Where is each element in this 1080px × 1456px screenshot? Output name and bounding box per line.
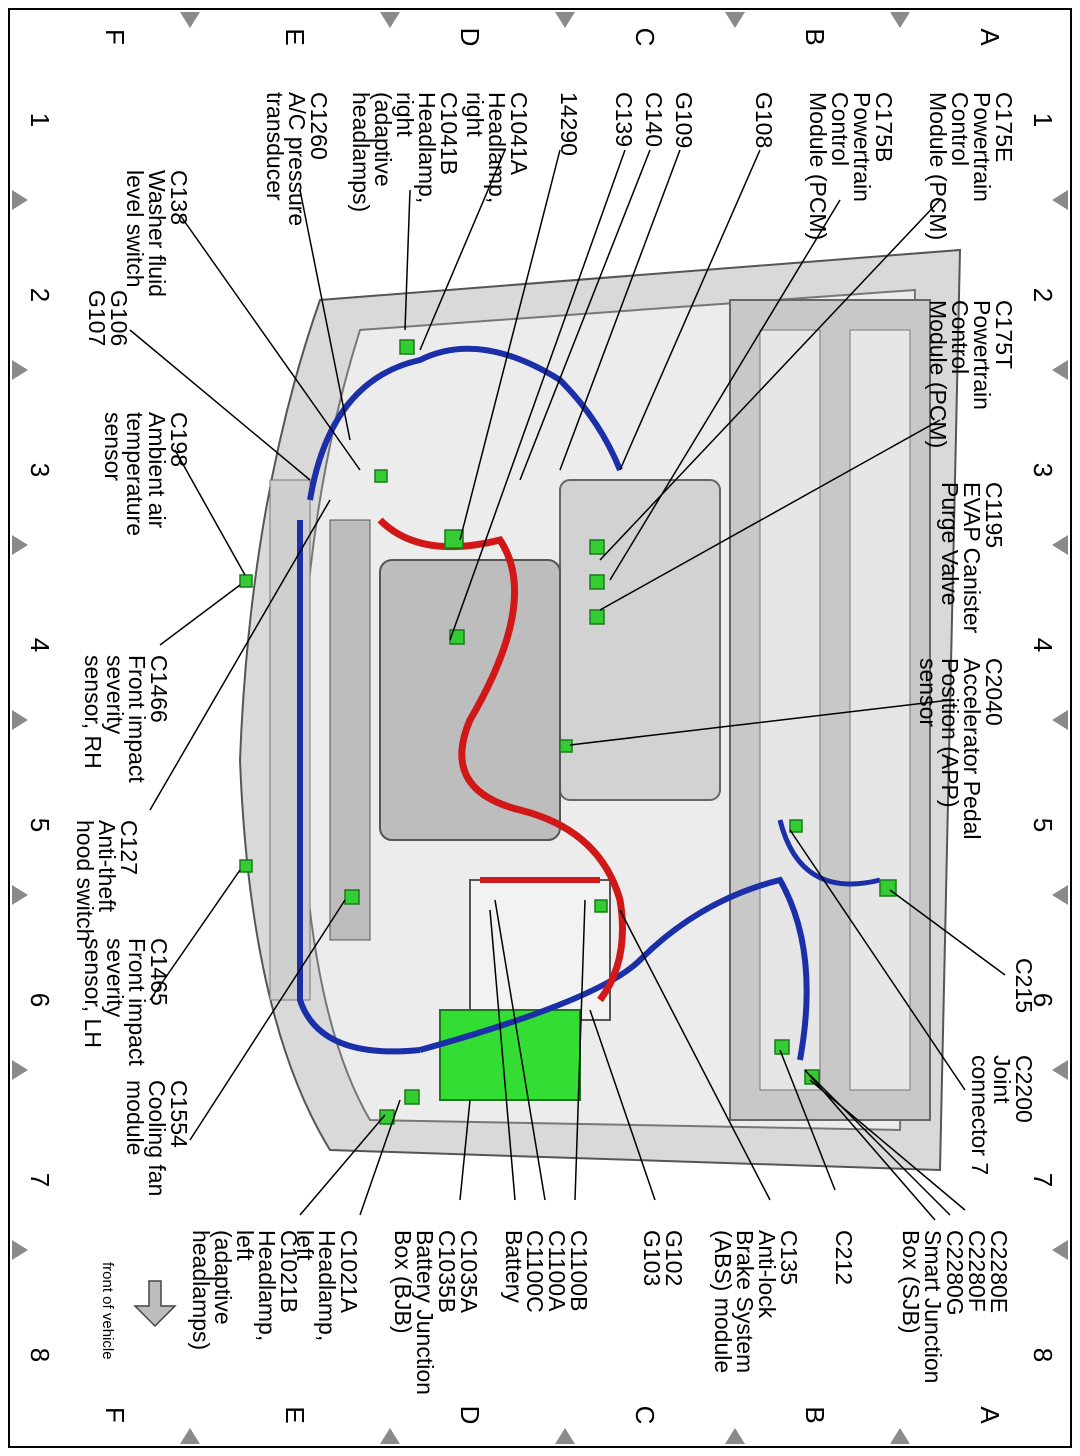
label-front-of-vehicle: front of vehicle xyxy=(99,1262,116,1360)
label-c2040: C2040 Accelerator Pedal Position (APP) s… xyxy=(915,658,1007,840)
grid-row-e-bottom: E xyxy=(280,1406,310,1424)
grid-row-c-bottom: C xyxy=(630,1405,660,1425)
grid-markers xyxy=(12,12,1068,1444)
label-c1466: C1466 Front impact severity sensor, RH xyxy=(80,655,172,783)
label-c1195: C1195 EVAP Canister Purge Valve xyxy=(937,482,1007,634)
leader-lines xyxy=(129,149,1006,1221)
label-c1554: C1554 Cooling fan module xyxy=(122,1080,192,1197)
label-battery: Battery xyxy=(501,1230,527,1303)
label-c198: C198 Ambient air temperature sensor xyxy=(100,412,192,537)
grid-row-f-top: F xyxy=(100,29,130,45)
label-c212: C212 xyxy=(831,1230,857,1285)
grid-col-4-left: 4 xyxy=(25,637,55,653)
label-c1041a: C1041A Headlamp, right xyxy=(462,92,532,204)
label-c2200: C2200 Joint connector 7 xyxy=(967,1055,1037,1176)
grid-col-3-left: 3 xyxy=(25,462,55,478)
label-c140: C140 xyxy=(641,92,667,147)
label-c138: C138 Washer fluid level switch xyxy=(122,170,192,297)
label-c1041b: C1041B Headlamp, right (adaptive headlam… xyxy=(348,92,462,213)
label-c1021b: C1021B Headlamp, left (adaptive headlamp… xyxy=(188,1230,302,1351)
grid-col-6-left: 6 xyxy=(25,992,55,1008)
grid-col-5-left: 5 xyxy=(25,817,55,833)
grid-col-3-right: 3 xyxy=(1028,462,1058,478)
label-c1021a: C1021A Headlamp, left xyxy=(292,1230,362,1342)
grid-col-1-right: 1 xyxy=(1028,112,1058,128)
grid-row-a-top: A xyxy=(975,28,1005,46)
label-c127: C127 Anti-theft hood switch xyxy=(72,820,142,942)
label-c175t: C175T Powertrain Control Module (PCM) xyxy=(925,300,1017,449)
label-c135: C135 Anti-lock Brake System (ABS) module xyxy=(710,1230,802,1374)
label-c1100: C1100B C1100A C1100C xyxy=(522,1230,592,1313)
label-c139: C139 xyxy=(611,92,637,147)
grid-row-b-bottom: B xyxy=(800,1406,830,1424)
label-c1035: C1035A C1035B Battery Junction Box (BJB) xyxy=(390,1230,482,1395)
grid-col-1-left: 1 xyxy=(25,112,55,128)
label-c1465: C1465 Front impact severity sensor, LH xyxy=(80,938,172,1066)
label-g106-g107: G106 G107 xyxy=(84,290,132,347)
wiring-harness xyxy=(297,345,881,1061)
label-g102-g103: G102 G103 xyxy=(639,1230,687,1287)
grid-col-8-right: 8 xyxy=(1028,1347,1058,1363)
connectors xyxy=(239,339,897,1125)
grid-row-a-bottom: A xyxy=(975,1406,1005,1424)
grid-row-d-bottom: D xyxy=(455,1405,485,1425)
label-g109: G109 xyxy=(671,92,697,149)
label-c1260: C1260 A/C pressure transducer xyxy=(262,92,332,227)
label-g108: G108 xyxy=(751,92,777,149)
grid-row-e-top: E xyxy=(280,28,310,46)
grid-col-2-right: 2 xyxy=(1028,287,1058,303)
grid-col-2-left: 2 xyxy=(25,287,55,303)
grid-row-d-top: D xyxy=(455,27,485,47)
label-c2280: C2280E C2280F C2280G Smart Junction Box … xyxy=(898,1230,1012,1384)
label-c175e: C175E Powertrain Control Module (PCM) xyxy=(925,92,1017,241)
grid-col-4-right: 4 xyxy=(1028,637,1058,653)
front-arrow-icon xyxy=(133,1280,177,1328)
grid-col-5-right: 5 xyxy=(1028,817,1058,833)
grid-row-f-bottom: F xyxy=(100,1407,130,1423)
label-c175b: C175B Powertrain Control Module (PCM) xyxy=(805,92,897,241)
vehicle-body xyxy=(238,248,962,1172)
label-c215: C215 xyxy=(1011,958,1037,1013)
grid-col-8-left: 8 xyxy=(25,1347,55,1363)
grid-row-b-top: B xyxy=(800,28,830,46)
grid-col-7-left: 7 xyxy=(25,1172,55,1188)
label-14290: 14290 xyxy=(556,92,582,156)
grid-row-c-top: C xyxy=(630,27,660,47)
